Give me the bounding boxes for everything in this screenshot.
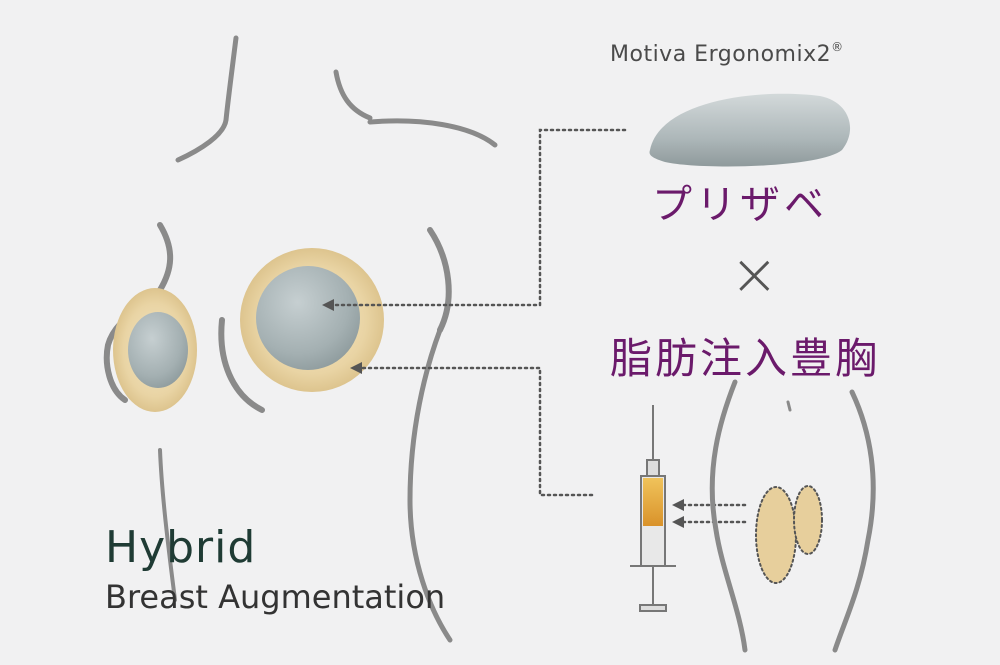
implant-label: プリザベ — [652, 182, 828, 228]
syringe-illustration — [630, 405, 676, 612]
motiva-implant-image — [649, 93, 851, 167]
brand-name: Motiva Ergonomix2 — [610, 42, 832, 67]
arrowheads — [322, 299, 684, 528]
torso-outline — [103, 35, 498, 643]
fat-injection-label: 脂肪注入豊胸 — [610, 334, 881, 383]
right-breast-illustration — [240, 248, 384, 392]
brand-label: Motiva Ergonomix2® — [610, 40, 844, 67]
title-line-1: Hybrid — [105, 522, 257, 573]
brand-registered-mark: ® — [831, 40, 844, 54]
title-line-2: Breast Augmentation — [105, 578, 446, 616]
combine-symbol: × — [730, 240, 779, 308]
donor-site-illustration — [709, 379, 876, 653]
left-breast-illustration — [113, 288, 197, 412]
